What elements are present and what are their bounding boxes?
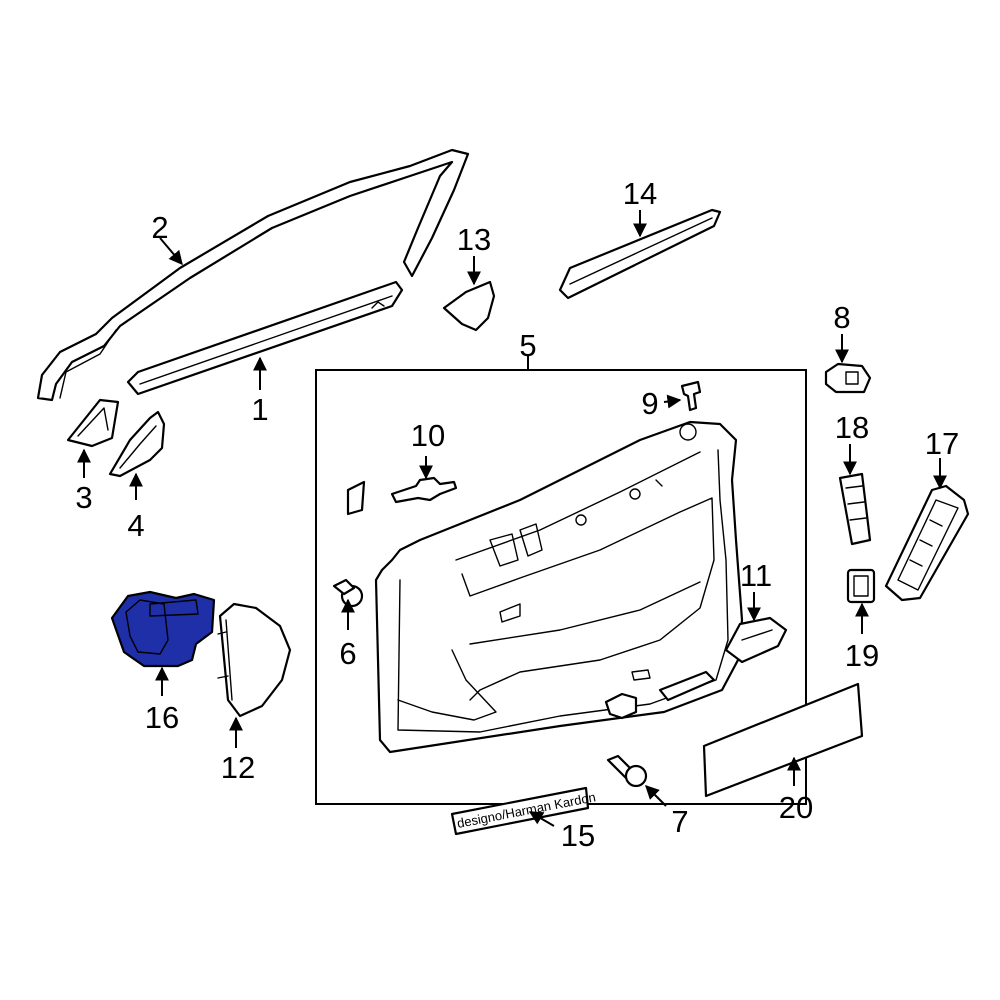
part-16-seat-switch-highlighted[interactable] bbox=[110, 590, 216, 668]
part-18-switch-bezel[interactable] bbox=[838, 472, 872, 546]
callout-12[interactable]: 12 bbox=[221, 750, 255, 785]
part-7-screw[interactable] bbox=[606, 754, 648, 788]
part-12-speaker-cover[interactable] bbox=[217, 602, 292, 718]
callout-15[interactable]: 15 bbox=[561, 818, 595, 853]
callout-19[interactable]: 19 bbox=[845, 638, 879, 673]
callout-numbers: 1 2 3 4 5 6 7 8 9 10 11 12 13 14 15 16 1… bbox=[75, 176, 959, 853]
part-8-switch[interactable] bbox=[824, 362, 872, 394]
part-14-trim-strip[interactable] bbox=[558, 208, 722, 300]
callout-5[interactable]: 5 bbox=[519, 328, 536, 363]
callout-3[interactable]: 3 bbox=[75, 480, 92, 515]
callout-13[interactable]: 13 bbox=[457, 222, 491, 257]
part-13-cover[interactable] bbox=[442, 280, 496, 332]
callout-14[interactable]: 14 bbox=[623, 176, 657, 211]
part-1-belt-molding[interactable] bbox=[126, 280, 404, 396]
callout-1[interactable]: 1 bbox=[251, 392, 268, 427]
callout-8[interactable]: 8 bbox=[833, 300, 850, 335]
part-17-window-switch-panel[interactable] bbox=[884, 484, 970, 602]
part-4-mirror-trim[interactable] bbox=[108, 410, 166, 478]
part-5-lower-clips bbox=[604, 670, 716, 720]
callout-18[interactable]: 18 bbox=[835, 410, 869, 445]
callout-2[interactable]: 2 bbox=[151, 210, 168, 245]
callout-9[interactable]: 9 bbox=[641, 386, 658, 421]
part-10-clip[interactable] bbox=[346, 476, 458, 516]
callout-11[interactable]: 11 bbox=[740, 558, 772, 593]
callout-16[interactable]: 16 bbox=[145, 700, 179, 735]
callout-10[interactable]: 10 bbox=[411, 418, 445, 453]
leader-lines bbox=[77, 210, 947, 827]
part-2-window-frame-molding[interactable] bbox=[36, 148, 470, 402]
part-11-handle-insert[interactable] bbox=[724, 616, 788, 664]
part-9-bolt[interactable] bbox=[680, 380, 702, 412]
part-5-door-trim-panel[interactable] bbox=[374, 420, 744, 754]
callout-7[interactable]: 7 bbox=[671, 804, 688, 839]
part-20-sound-pad[interactable] bbox=[702, 682, 864, 798]
part-3-corner-cover[interactable] bbox=[66, 398, 120, 448]
callout-20[interactable]: 20 bbox=[779, 790, 813, 825]
callout-6[interactable]: 6 bbox=[339, 636, 356, 671]
part-19-small-switch[interactable] bbox=[846, 568, 876, 604]
callout-17[interactable]: 17 bbox=[925, 426, 959, 461]
callout-4[interactable]: 4 bbox=[127, 508, 144, 543]
seat-switch-body[interactable] bbox=[110, 590, 216, 668]
